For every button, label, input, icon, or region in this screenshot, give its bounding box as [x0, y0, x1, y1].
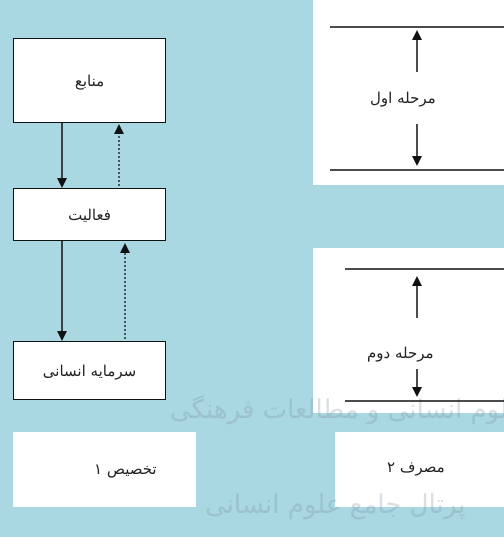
resources-box: منابع [13, 38, 166, 123]
allocation-caption: تخصیص ۱ [94, 460, 157, 478]
human-capital-label: سرمایه انسانی [42, 361, 137, 380]
watermark-line1: پژوهشگاه علوم انسانی و مطالعات فرهنگی [170, 395, 504, 425]
consumption-caption: مصرف ۲ [387, 458, 445, 476]
stage-one-label: مرحله اول [370, 89, 436, 107]
resources-label: منابع [74, 71, 105, 90]
activity-box: فعالیت [13, 188, 166, 241]
watermark-line2: پرتال جامع علوم انسانی [205, 490, 466, 520]
stage-two-panel [313, 248, 504, 413]
activity-label: فعالیت [68, 205, 111, 224]
stage-two-label: مرحله دوم [367, 344, 434, 362]
human-capital-box: سرمایه انسانی [13, 341, 166, 400]
